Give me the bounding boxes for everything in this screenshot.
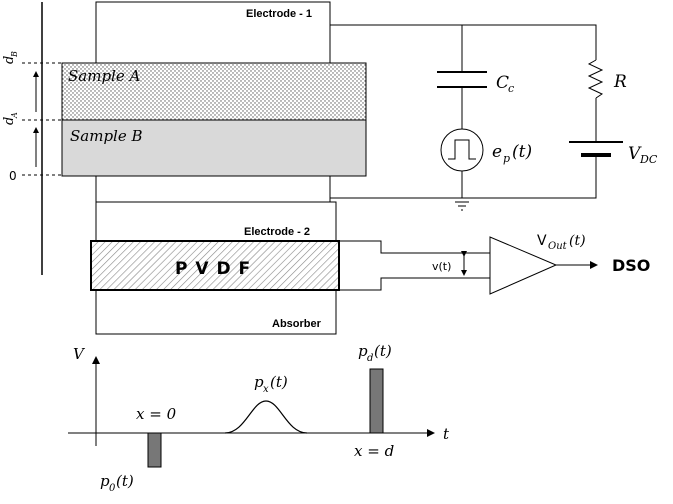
x0-label: x = 0 (136, 405, 177, 423)
p0-arg: (t) (116, 472, 134, 490)
sample-a-label: Sample A (68, 67, 140, 85)
source-e-arg: (t) (512, 142, 532, 162)
circuit (330, 24, 623, 295)
absorber-label: Absorber (272, 318, 322, 330)
sample-b (61, 119, 367, 177)
pvdf-label: P V D F (175, 259, 251, 279)
px-arg: (t) (270, 373, 288, 391)
vout-arg: (t) (569, 233, 586, 249)
plot-y-label: V (73, 345, 86, 363)
electrode-1-label: Electrode - 1 (246, 8, 312, 20)
plot-t-label: t (443, 425, 450, 443)
xd-label: x = d (354, 442, 394, 460)
source-e-sub: p (503, 152, 510, 165)
resistor-label: R (613, 72, 627, 92)
dc-sub: DC (639, 153, 658, 166)
p0-label: p (100, 472, 110, 490)
pulse-pd (369, 368, 384, 434)
pd-arg: (t) (374, 342, 392, 360)
label-d-a: d (2, 117, 17, 125)
vout-sub: Out (548, 241, 568, 252)
capacitor-label: C (496, 73, 509, 93)
electrode-2-label: Electrode - 2 (244, 226, 310, 238)
px-label: p (254, 373, 264, 391)
capacitor-sub: c (508, 82, 514, 95)
pd-label: p (358, 342, 368, 360)
pulse-px (224, 400, 308, 434)
pulse-p0 (147, 432, 162, 468)
depth-scale: d B d A 0 (2, 2, 62, 275)
label-d-b-sub: B (10, 51, 19, 58)
dc-label: V (628, 144, 642, 164)
sample-b-label: Sample B (70, 127, 143, 145)
circuit-labels: C c R e p (t) V DC v(t) V Out (t) DSO (432, 72, 658, 275)
vt-label: v(t) (432, 260, 451, 273)
label-zero: 0 (9, 169, 17, 183)
px-sub: x (263, 384, 269, 395)
label-d-a-sub: A (10, 112, 19, 119)
label-d-b: d (2, 56, 17, 64)
pvdf-assembly: P V D F Absorber (90, 201, 340, 335)
vout-label: V (537, 233, 547, 249)
pd-sub: d (367, 353, 373, 364)
pvdf-film (90, 240, 340, 291)
sample-assembly: Sample A Sample B Electrode - 1 Electrod… (61, 1, 367, 238)
source-e-label: e (492, 142, 502, 162)
p0-sub: 0 (109, 483, 116, 494)
dso-label: DSO (612, 256, 650, 275)
signal-plot: V t x = 0 x = d p 0 (t) p x (t) p d (t) (68, 342, 450, 494)
